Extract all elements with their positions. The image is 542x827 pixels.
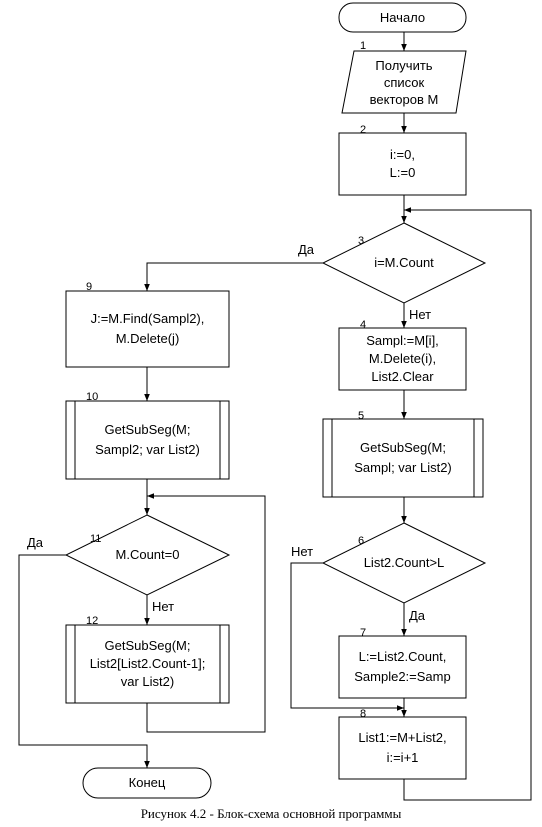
b1-line: Получить [375,57,433,73]
b5-line: Sampl; var List2) [354,460,452,475]
b4-line: M.Delete(i), [368,351,437,366]
block-5-number: 5 [358,410,365,422]
b7-line: Sample2:=Samp [354,669,451,684]
block-3-no-label: Нет [409,307,432,322]
block-11-yes-label: Да [27,535,44,550]
b12-line: GetSubSeg(M; [104,638,191,653]
block-9-number: 9 [86,281,93,293]
block-1-number: 1 [360,40,367,52]
b9-line: J:=M.Find(Sampl2), [90,311,205,326]
b7-line: L:=List2.Count, [358,649,447,664]
block-8-text: List1:=M+List2, i:=i+1 [339,717,466,779]
block-11-text: M.Count=0 [66,515,229,595]
start-terminator [338,2,467,33]
b10-line: Sampl2; var List2) [95,442,200,457]
block-9-text: J:=M.Find(Sampl2), M.Delete(j) [66,291,229,367]
block-12-text: GetSubSeg(M; List2[List2.Count-1]; var Lis… [75,625,220,703]
block-2-text: i:=0, L:=0 [339,133,466,195]
b4-line: List2.Clear [371,369,434,384]
b8-line: i:=i+1 [386,750,419,765]
figure-caption: Рисунок 4.2 - Блок-схема основной програ… [140,806,402,821]
block-4-number: 4 [360,319,367,331]
block-3-yes-label: Да [298,242,315,257]
end-label: Конец [83,768,211,798]
block-5-text: GetSubSeg(M; Sampl; var List2) [332,419,474,497]
block-3-number: 3 [358,235,365,247]
block-11-no-label: Нет [152,599,175,614]
block-4-shape [338,327,467,391]
block-7-shape [338,635,467,699]
block-2-number: 2 [360,124,367,136]
b1-line: векторов M [369,91,439,107]
block-6-yes-label: Да [409,608,426,623]
b10-line: GetSubSeg(M; [104,422,191,437]
block-5-shape [322,418,484,498]
b3-line: i=M.Count [374,255,434,270]
block-10-text: GetSubSeg(M; Sampl2; var List2) [75,401,220,479]
b2-line: L:=0 [389,165,416,180]
b1-line: список [383,74,425,90]
block-3-text: i=M.Count [323,223,485,303]
b12-line: List2[List2.Count-1]; [89,656,206,671]
b8-line: List1:=M+List2, [358,730,447,745]
block-7-number: 7 [360,627,367,639]
block-10-number: 10 [86,391,99,403]
b2-line: i:=0, [390,147,415,162]
block-1-shape [341,50,467,114]
block-6-text: List2.Count>L [323,523,485,603]
b11-line: M.Count=0 [115,547,180,562]
block-6-number: 6 [358,535,365,547]
block-6-no-label: Нет [291,544,314,559]
b12-line: var List2) [120,674,175,689]
start-line: Начало [379,9,426,25]
end-line: Конец [128,775,166,790]
block-4-text: Sampl:=M[i], M.Delete(i), List2.Clear [339,328,466,390]
block-2-shape [338,132,467,196]
block-7-text: L:=List2.Count, Sample2:=Samp [339,636,466,698]
b9-line: M.Delete(j) [115,331,180,346]
block-12-number: 12 [86,615,99,627]
start-label: Начало [339,3,466,32]
block-11-number: 11 [90,533,102,545]
b5-line: GetSubSeg(M; [360,440,446,455]
block-8-shape [338,716,467,780]
b4-line: Sampl:=M[i], [366,333,439,348]
block-8-number: 8 [360,708,367,720]
b6-line: List2.Count>L [363,555,445,570]
